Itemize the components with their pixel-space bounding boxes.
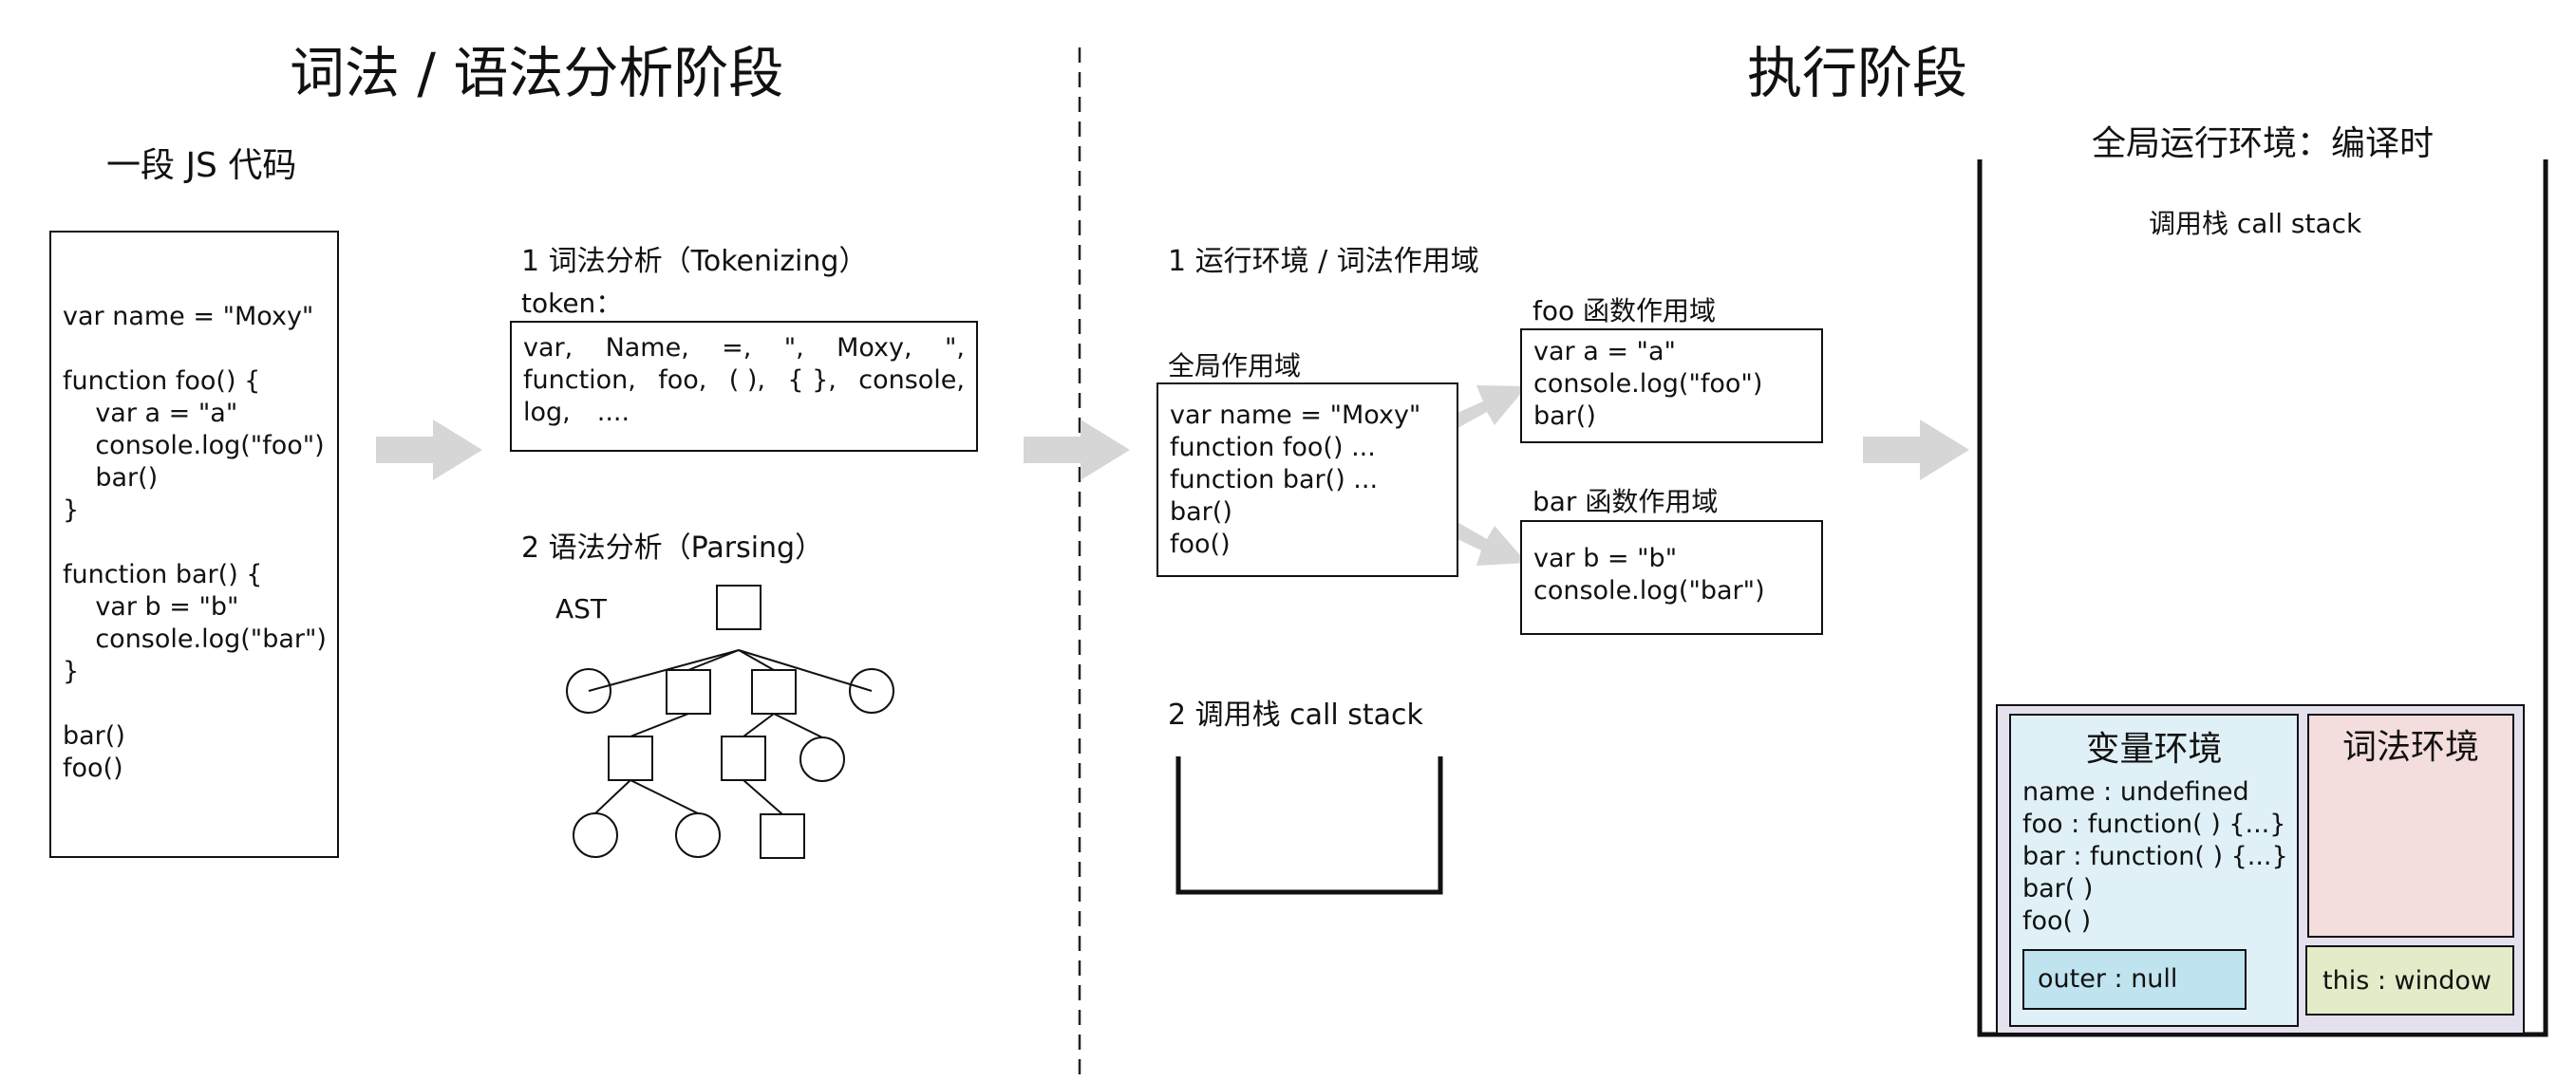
ast-node: [666, 669, 711, 715]
token-label: token：: [521, 288, 623, 319]
code-line: var b = "b": [1533, 544, 1678, 573]
token: ",: [944, 333, 965, 363]
ast-tree: [566, 585, 894, 859]
js-code-box: var name = "Moxy" function foo() { var a…: [49, 231, 339, 858]
code-line: [63, 688, 327, 720]
code-line: var name = "Moxy": [63, 302, 314, 331]
empty-call-stack: [1175, 756, 1443, 895]
ast-node: [675, 812, 721, 858]
global-call-stack-container: [1977, 159, 2548, 1037]
ast-node-root: [716, 585, 762, 630]
variable-entry: foo : function( ) {...}: [2022, 810, 2286, 839]
lexical-env-title: 词法环境: [2341, 728, 2479, 767]
token: ( ),: [728, 365, 765, 395]
ast-node: [721, 736, 766, 781]
runtime-heading: 1 运行环境 / 词法作用域: [1168, 245, 1479, 278]
code-line: function bar() {: [63, 560, 263, 589]
outer-ref-text: outer : null: [2038, 964, 2178, 994]
code-line: console.log("bar"): [1533, 576, 1765, 606]
code-line: foo(): [63, 754, 123, 783]
token: Name,: [605, 333, 689, 363]
lexical-phase-title: 词法 / 语法分析阶段: [290, 41, 784, 105]
call-stack-heading: 2 调用栈 call stack: [1168, 699, 1423, 732]
ast-node: [760, 813, 805, 859]
token: log,: [523, 398, 571, 427]
code-line: }: [63, 657, 80, 686]
token: ",: [783, 333, 804, 363]
code-line: var a = "a": [63, 399, 238, 428]
token: Moxy,: [837, 333, 912, 363]
ast-node: [751, 669, 797, 715]
bar-scope-label: bar 函数作用域: [1532, 486, 1719, 517]
code-line: bar(): [1533, 401, 1596, 431]
code-line: function bar() ...: [1170, 465, 1379, 494]
flow-arrow-to-execution: [1024, 419, 1130, 480]
code-line: [63, 527, 327, 559]
variable-env-lines: name : undefined foo : function( ) {...} b…: [2022, 776, 2288, 938]
global-scope-lines: var name = "Moxy" function foo() ... funct…: [1170, 400, 1420, 561]
variable-entry: bar( ): [2022, 874, 2094, 904]
code-line: bar(): [63, 721, 125, 751]
token: function,: [523, 365, 636, 395]
foo-scope-box: var a = "a" console.log("foo")bar(): [1520, 328, 1823, 443]
flow-arrow-code-to-tokens: [376, 419, 482, 480]
variable-entry: name : undefined: [2022, 777, 2249, 807]
flow-arrow-to-global-env: [1863, 419, 1969, 480]
ast-node: [566, 668, 611, 714]
global-scope-box: var name = "Moxy" function foo() ... funct…: [1156, 382, 1458, 577]
ast-node: [573, 812, 618, 858]
this-binding-box: this : window: [2305, 945, 2514, 1016]
global-stack-label: 调用栈 call stack: [2149, 208, 2362, 239]
parsing-heading: 2 语法分析（Parsing）: [521, 531, 824, 565]
lexical-env-box: 词法环境: [2307, 714, 2514, 938]
code-line: bar(): [1170, 497, 1232, 527]
token: ....: [596, 398, 630, 427]
token: foo,: [658, 365, 707, 395]
foo-scope-label: foo 函数作用域: [1532, 295, 1717, 326]
code-line: bar(): [63, 463, 159, 493]
code-line: }: [63, 495, 80, 525]
js-code-heading: 一段 JS 代码: [106, 146, 297, 185]
variable-env-title: 变量环境: [2085, 730, 2223, 769]
token-row: log, ....: [523, 397, 965, 429]
global-env-heading: 全局运行环境：编译时: [2092, 124, 2435, 163]
token-list-box: var, Name, =, ", Moxy, ", function, foo,…: [510, 321, 978, 452]
token-row: var, Name, =, ", Moxy, ",: [523, 332, 965, 364]
token-row: function, foo, ( ), { }, console,: [523, 364, 965, 397]
js-code-lines: var name = "Moxy" function foo() { var a…: [63, 301, 327, 785]
variable-entry: bar : function( ) {...}: [2022, 842, 2288, 871]
execution-phase-title: 执行阶段: [1747, 41, 1968, 105]
ast-node: [849, 668, 894, 714]
foo-scope-lines: var a = "a" console.log("foo")bar(): [1533, 336, 1762, 433]
token: =,: [722, 333, 752, 363]
ast-label: AST: [555, 593, 608, 624]
token: var,: [523, 333, 573, 363]
tokenizing-heading: 1 词法分析（Tokenizing）: [521, 245, 868, 278]
this-binding-text: this : window: [2322, 966, 2491, 996]
bar-scope-lines: var b = "b" console.log("bar"): [1533, 543, 1765, 607]
code-line: console.log("foo"): [63, 431, 325, 460]
code-line: function foo() {: [63, 366, 261, 396]
global-scope-label: 全局作用域: [1168, 350, 1302, 382]
code-line: console.log("bar"): [63, 624, 327, 654]
code-line: var b = "b": [63, 592, 239, 622]
code-line: [63, 333, 327, 365]
ast-node: [799, 736, 845, 782]
code-line: foo(): [1170, 530, 1231, 559]
bar-scope-box: var b = "b" console.log("bar"): [1520, 520, 1823, 635]
execution-context-box: 变量环境 name : undefined foo : function( ) {…: [1996, 704, 2525, 1034]
token: console,: [858, 365, 965, 395]
code-line: var a = "a": [1533, 337, 1676, 366]
outer-ref-box: outer : null: [2022, 949, 2247, 1010]
code-line: function foo() ...: [1170, 433, 1376, 462]
variable-env-box: 变量环境 name : undefined foo : function( ) {…: [2009, 714, 2299, 1027]
variable-entry: foo( ): [2022, 906, 2092, 936]
token: { },: [787, 365, 837, 395]
ast-node: [608, 736, 653, 781]
code-line: console.log("foo"): [1533, 369, 1763, 399]
code-line: var name = "Moxy": [1170, 401, 1421, 430]
